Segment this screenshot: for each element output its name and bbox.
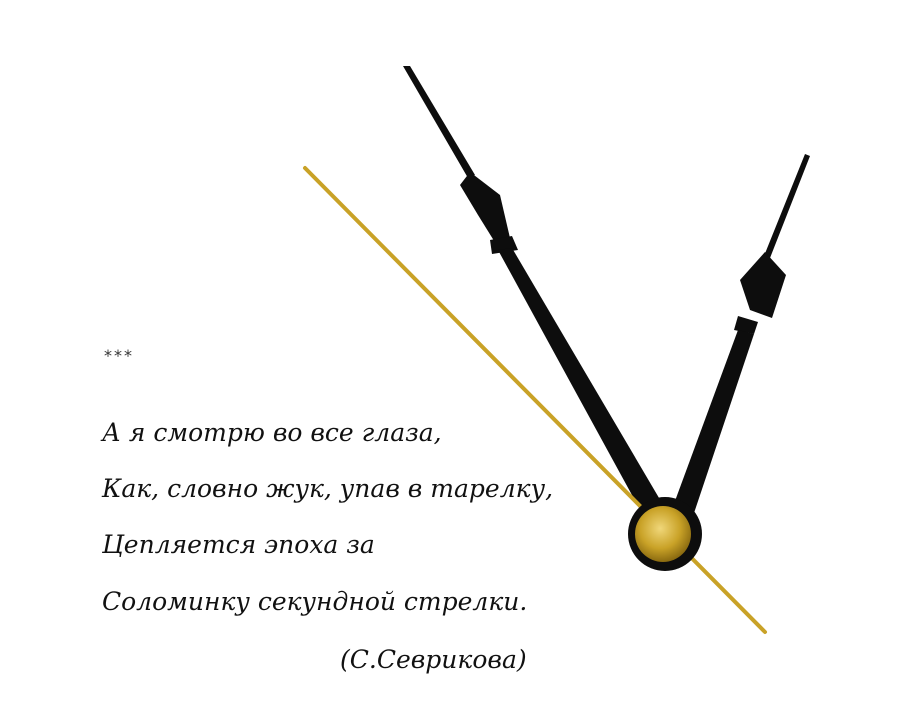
poem-line-2: Как, словно жук, упав в тарелку, <box>102 474 554 503</box>
minute-hand <box>403 66 672 528</box>
hour-hand <box>668 154 810 525</box>
poem-separator: *** <box>104 346 134 365</box>
second-hand <box>303 166 767 634</box>
poem-line-4: Соломинку секундной стрелки. <box>102 587 528 616</box>
poem-line-1: А я смотрю во все глаза, <box>102 418 442 447</box>
poem-line-3: Цепляется эпоха за <box>102 530 375 559</box>
hand-hub <box>628 497 702 571</box>
poem-author: (С.Севрикова) <box>340 645 527 674</box>
